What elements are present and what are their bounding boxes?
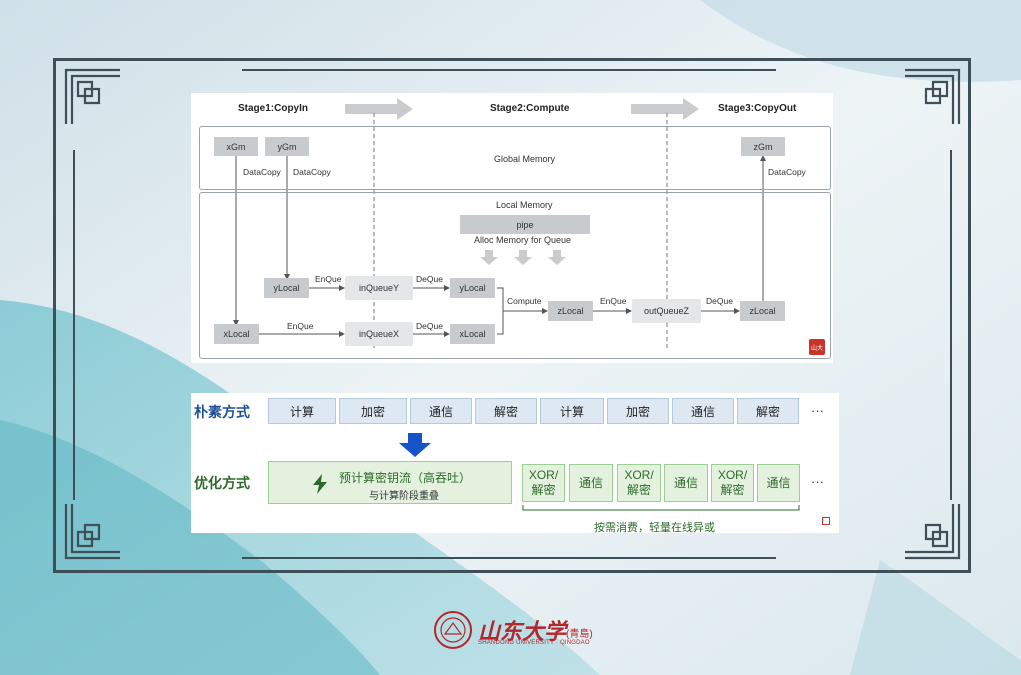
ygm-node: yGm [265, 137, 309, 156]
comm-cell: 通信 [569, 464, 613, 502]
logo-badge-text: 山大 [810, 345, 823, 352]
naive-step-cell: 计算 [540, 398, 604, 424]
outqueue-z-node: outQueueZ [632, 299, 701, 323]
alloc-memory-label: Alloc Memory for Queue [474, 235, 572, 245]
xgm-node: xGm [214, 137, 258, 156]
xor-line-1: XOR/ [717, 468, 748, 482]
xor-decrypt-cell: XOR/ 解密 [617, 464, 661, 502]
xor-line-1: XOR/ [528, 468, 559, 482]
comm-cell: 通信 [664, 464, 708, 502]
corner-ornament-icon [64, 504, 120, 560]
frame-top-rule [242, 69, 776, 71]
stage-copyout-label: Stage3:CopyOut [718, 103, 797, 114]
pipeline-connectors [233, 98, 766, 351]
xlocal-mid-node: xLocal [450, 324, 495, 344]
zgm-node: zGm [741, 137, 785, 156]
brace-icon [522, 505, 800, 511]
frame-right-rule [950, 150, 952, 500]
xor-decrypt-cell: XOR/ 解密 [522, 464, 565, 502]
stage-copyin-label: Stage1:CopyIn [238, 103, 309, 114]
comm-cell: 通信 [757, 464, 800, 502]
frame-left-rule [73, 150, 75, 500]
enque-x-label: EnQue [287, 321, 314, 331]
compute-label: Compute [507, 296, 542, 306]
zlocal-mid-node: zLocal [548, 301, 593, 321]
naive-step-cell: 通信 [410, 398, 472, 424]
ylocal-mid-node: yLocal [450, 278, 495, 298]
stage-compute-label: Stage2:Compute [490, 103, 570, 114]
naive-step-cell: 加密 [339, 398, 407, 424]
xor-line-2: 解密 [720, 483, 745, 497]
optimized-ellipsis: ··· [811, 474, 824, 489]
enque-z-label: EnQue [600, 296, 627, 306]
small-brand-icon [822, 517, 830, 525]
optimized-method-label: 优化方式 [194, 475, 250, 491]
corner-ornament-icon [64, 68, 120, 124]
local-memory-region [199, 192, 831, 359]
xlocal-in-node: xLocal [214, 324, 259, 344]
global-memory-region [199, 126, 831, 190]
inqueue-x-node: inQueueX [345, 322, 413, 346]
logo-badge-icon: 山大 [809, 339, 825, 355]
naive-method-label: 朴素方式 [194, 404, 250, 420]
slide-frame [53, 58, 971, 573]
xor-decrypt-cell: XOR/ 解密 [711, 464, 754, 502]
naive-ellipsis: ··· [811, 403, 824, 418]
xor-line-2: 解密 [531, 483, 556, 497]
deque-y-label: DeQue [416, 274, 443, 284]
deque-z-label: DeQue [706, 296, 733, 306]
deque-x-label: DeQue [416, 321, 443, 331]
corner-ornament-icon [905, 68, 961, 124]
precompute-subtitle: 与计算阶段重叠 [369, 491, 439, 502]
xor-line-2: 解密 [626, 483, 651, 497]
precompute-title: 预计算密钥流（高吞吐） [339, 471, 472, 485]
datacopy-label: DataCopy [243, 167, 281, 177]
datacopy-label: DataCopy [293, 167, 331, 177]
naive-step-cell: 解密 [737, 398, 799, 424]
datacopy-label: DataCopy [768, 167, 806, 177]
precompute-keystream-block: 预计算密钥流（高吞吐） 与计算阶段重叠 [268, 461, 512, 504]
xor-line-1: XOR/ [624, 468, 654, 482]
on-demand-label: 按需消费，轻量在线异或 [594, 522, 715, 534]
naive-step-cell: 通信 [672, 398, 734, 424]
corner-ornament-icon [905, 504, 961, 560]
global-memory-label: Global Memory [494, 154, 556, 164]
zlocal-out-node: zLocal [740, 301, 785, 321]
university-name: 山东大学 [478, 619, 567, 645]
naive-step-cell: 加密 [607, 398, 669, 424]
inqueue-y-node: inQueueY [345, 276, 413, 300]
ylocal-in-node: yLocal [264, 278, 309, 298]
university-seal-icon [434, 611, 472, 649]
lightning-icon [313, 474, 327, 494]
naive-step-cell: 计算 [268, 398, 336, 424]
frame-bottom-rule [242, 557, 776, 559]
local-memory-label: Local Memory [496, 200, 553, 210]
university-english-name: SHANDONG UNIVERSITY · QINGDAO [478, 640, 590, 646]
enque-y-label: EnQue [315, 274, 342, 284]
university-campus: (青島) [566, 629, 593, 640]
naive-step-cell: 解密 [475, 398, 537, 424]
down-arrow-icon [399, 433, 431, 457]
pipe-node: pipe [460, 215, 590, 234]
